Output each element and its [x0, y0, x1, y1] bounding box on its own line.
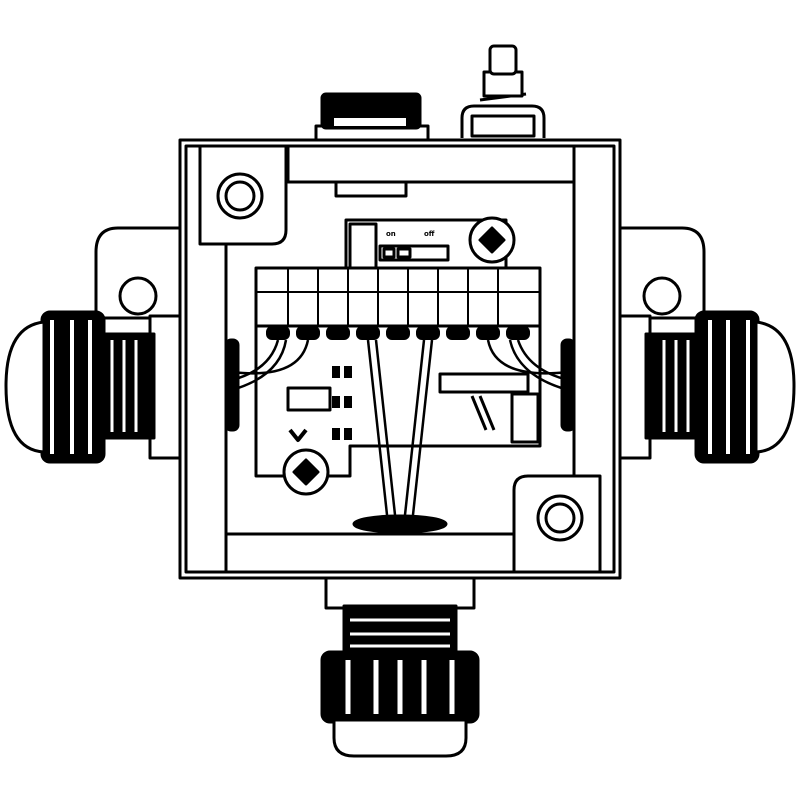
right-grommet	[560, 338, 576, 432]
switch-off-label: off	[424, 230, 435, 238]
bottom-grommet	[352, 514, 448, 534]
ground-stud	[460, 44, 546, 138]
wires	[231, 339, 569, 525]
left-cable-gland	[4, 310, 184, 464]
terminal-block	[254, 266, 542, 340]
right-mounting-ear	[618, 226, 706, 320]
switch-on-label: on	[386, 230, 396, 238]
bottom-cable-gland	[320, 572, 480, 758]
left-mounting-ear	[94, 226, 182, 320]
vent-plug	[314, 92, 430, 142]
left-grommet	[224, 338, 240, 432]
right-cable-gland	[616, 310, 796, 464]
